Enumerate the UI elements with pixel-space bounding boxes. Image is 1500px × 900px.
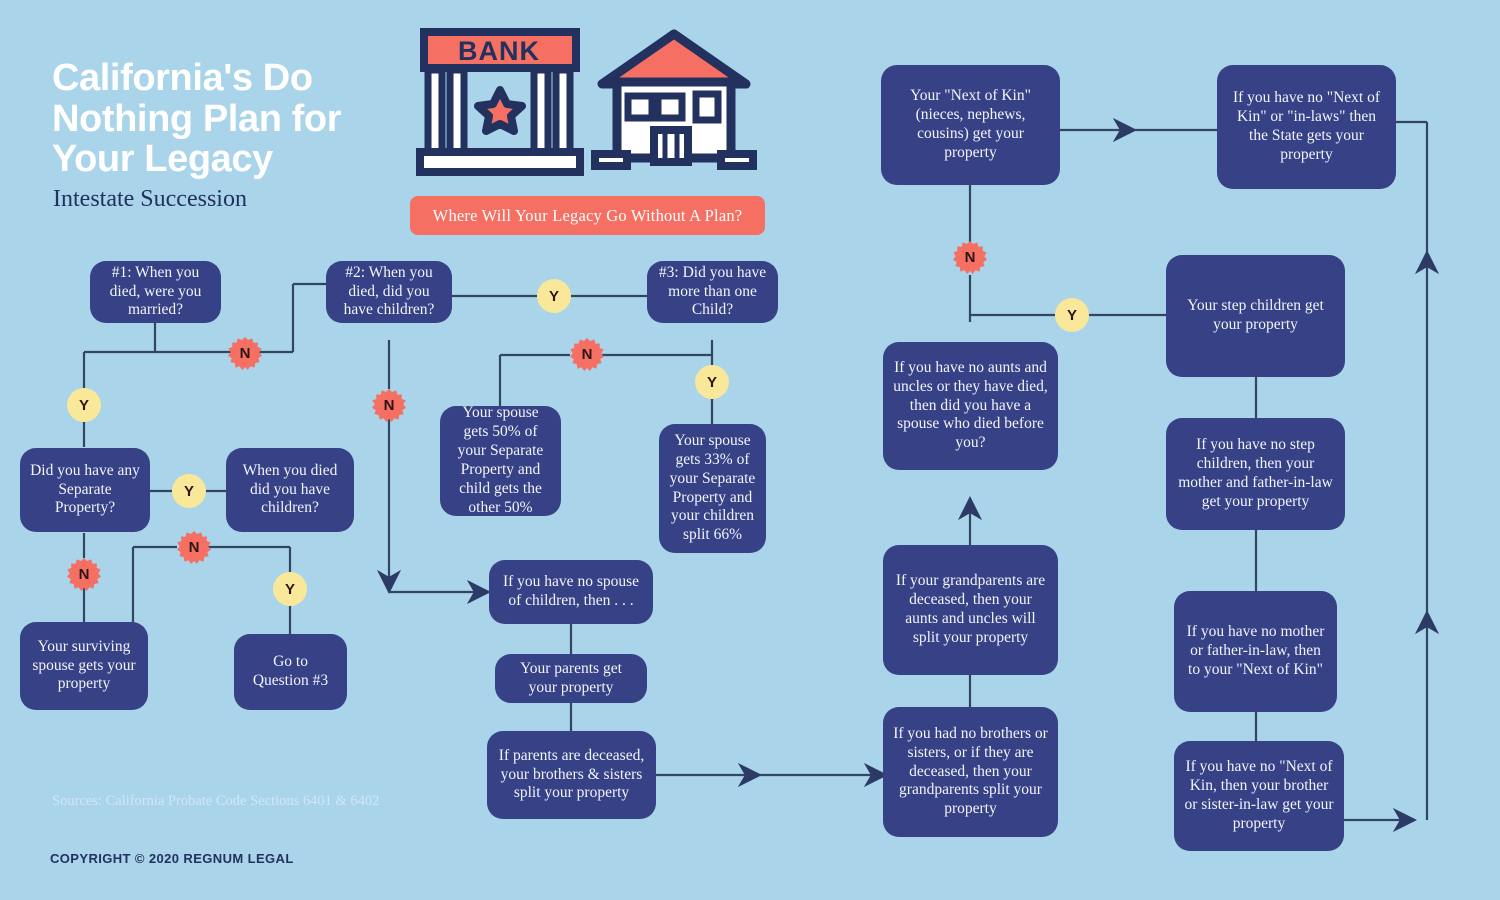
node-separate-property[interactable]: Did you have any Separate Property? (20, 448, 150, 532)
page-title: California's Do Nothing Plan for Your Le… (52, 57, 342, 181)
node-q1-married[interactable]: #1: When you died, were you married? (90, 261, 221, 323)
badge-yes-q3: Y (695, 365, 729, 399)
badge-yes-children-question: Y (273, 572, 307, 606)
badge-label: Y (1066, 306, 1077, 324)
badge-label: Y (284, 580, 295, 598)
badge-yes-q1: Y (67, 388, 101, 422)
node-spouse-33-percent[interactable]: Your spouse gets 33% of your Separate Pr… (659, 424, 766, 553)
node-step-children[interactable]: Your step children get your property (1166, 255, 1345, 377)
node-spouse-50-percent[interactable]: Your spouse gets 50% of your Separate Pr… (440, 404, 561, 516)
badge-yes-separate-property: Y (172, 474, 206, 508)
node-goto-question-3[interactable]: Go to Question #3 (234, 634, 347, 710)
badge-label: N (239, 344, 251, 362)
node-grandparents-deceased-aunts-uncles[interactable]: If your grandparents are deceased, then … (883, 545, 1058, 675)
node-no-aunts-uncles-spouse-died[interactable]: If you have no aunts and uncles or they … (883, 342, 1058, 470)
copyright-note: COPYRIGHT © 2020 REGNUM LEGAL (50, 851, 294, 866)
banner-label: Where Will Your Legacy Go Without A Plan… (432, 205, 743, 225)
page-subtitle: Intestate Succession (53, 186, 247, 212)
node-q3-more-than-one-child[interactable]: #3: Did you have more than one Child? (647, 261, 778, 323)
node-no-next-of-kin-siblings-in-law[interactable]: If you have no "Next of Kin, then your b… (1174, 741, 1344, 851)
badge-label: N (188, 538, 200, 556)
badge-yes-aunts-uncles: Y (1055, 298, 1089, 332)
node-no-brothers-grandparents[interactable]: If you had no brothers or sisters, or if… (883, 707, 1058, 837)
badge-label: Y (548, 287, 559, 305)
house-icon (591, 29, 757, 170)
node-surviving-spouse[interactable]: Your surviving spouse gets your property (20, 622, 148, 710)
banner-callout: Where Will Your Legacy Go Without A Plan… (410, 196, 765, 235)
node-q2-children[interactable]: #2: When you died, did you have children… (326, 261, 452, 323)
node-parents-get-property[interactable]: Your parents get your property (495, 654, 647, 703)
badge-label: Y (706, 373, 717, 391)
node-parents-deceased-siblings[interactable]: If parents are deceased, your brothers &… (487, 731, 656, 819)
badge-label: N (581, 345, 593, 363)
node-state-gets-property[interactable]: If you have no "Next of Kin" or "in-laws… (1217, 65, 1396, 189)
badge-yes-q2: Y (537, 279, 571, 313)
badge-label: Y (78, 396, 89, 414)
badge-label: N (383, 396, 395, 414)
sources-note: Sources: California Probate Code Section… (52, 793, 380, 809)
node-next-of-kin[interactable]: Your "Next of Kin" (nieces, nephews, cou… (881, 65, 1060, 185)
bank-sign-label: BANK (458, 36, 540, 66)
bank-and-house-illustration: BANK (416, 28, 757, 176)
node-no-step-children-in-laws[interactable]: If you have no step children, then your … (1166, 418, 1345, 530)
node-children-question[interactable]: When you died did you have children? (226, 448, 354, 532)
badge-label: N (78, 565, 90, 583)
badge-label: N (964, 248, 976, 266)
node-no-spouse-or-children[interactable]: If you have no spouse of children, then … (489, 560, 653, 624)
bank-icon (416, 28, 584, 176)
node-no-mother-father-in-law[interactable]: If you have no mother or father-in-law, … (1174, 591, 1337, 712)
badge-label: Y (183, 482, 194, 500)
